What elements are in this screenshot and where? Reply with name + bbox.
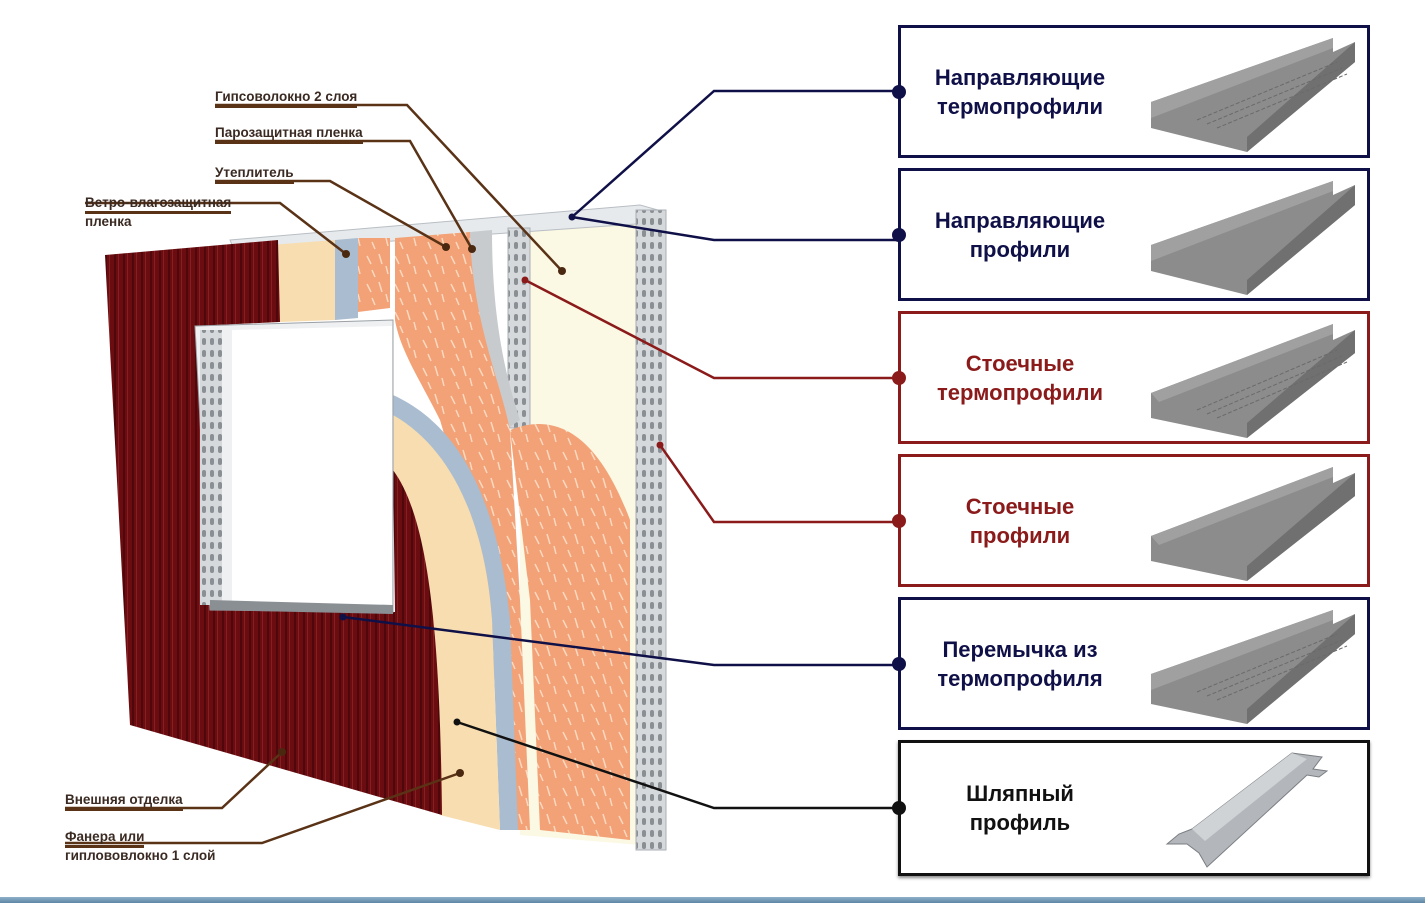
card-line: профили bbox=[969, 522, 1071, 548]
card-guide-thermo-profile: Направляющие термопрофили bbox=[892, 25, 1370, 158]
front-insulation-top bbox=[358, 238, 390, 312]
label-text: Парозащитная пленка bbox=[215, 125, 363, 144]
label-text: Гипсоволокно 2 слоя bbox=[215, 89, 358, 108]
card-stud-profile: Стоечные профили bbox=[892, 454, 1370, 587]
membrane-band-curve bbox=[393, 395, 518, 830]
label-text: гиплововлокно 1 слой bbox=[65, 848, 216, 863]
connector-dot bbox=[892, 801, 906, 815]
vapor-barrier-band bbox=[470, 230, 520, 430]
card-line: термопрофиля bbox=[937, 665, 1103, 691]
card-label: Шляпный профиль bbox=[901, 743, 1139, 873]
card-hat-profile: Шляпный профиль bbox=[892, 740, 1370, 876]
layer-leader-dots bbox=[278, 243, 566, 777]
card-label: Перемычка из термопрофиля bbox=[901, 600, 1139, 727]
connector-dot bbox=[892, 227, 906, 242]
card-guide-profile: Направляющие профили bbox=[892, 168, 1370, 301]
hat-profile-icon bbox=[1165, 752, 1329, 868]
card-lintel-thermo-profile: Перемычка из термопрофиля bbox=[892, 597, 1370, 730]
card-line: профили bbox=[969, 236, 1071, 262]
card-line: Стоечные bbox=[965, 493, 1075, 519]
plywood-layer bbox=[270, 240, 335, 322]
label-text: Ветро-влагозащитная bbox=[85, 195, 232, 214]
card-line: Шляпный bbox=[966, 781, 1074, 806]
label-plywood-or-gypsum: Фанера или гиплововлокно 1 слой bbox=[65, 829, 215, 863]
card-label: Направляющие профили bbox=[901, 171, 1139, 298]
label-text: Фанера или bbox=[65, 829, 145, 848]
label-gypsum-fiber-2: Гипсоволокно 2 слоя bbox=[215, 89, 358, 108]
label-text: пленка bbox=[85, 214, 132, 229]
membrane-band bbox=[335, 238, 358, 320]
label-vapor-barrier: Парозащитная пленка bbox=[215, 125, 363, 144]
label-text: Утеплитель bbox=[215, 165, 294, 184]
card-label: Стоечные профили bbox=[901, 457, 1139, 584]
thermo-z-profile-icon bbox=[1151, 610, 1355, 724]
profile-leaders bbox=[342, 89, 898, 810]
card-label: Направляющие термопрофили bbox=[901, 28, 1139, 155]
right-stud bbox=[635, 209, 667, 851]
card-line: термопрофили bbox=[936, 93, 1104, 119]
card-line: Направляющие bbox=[934, 207, 1106, 233]
c-profile-icon bbox=[1151, 467, 1355, 581]
label-exterior-finish: Внешняя отделка bbox=[65, 792, 183, 811]
card-line: Направляющие bbox=[934, 64, 1106, 90]
connector-dot bbox=[892, 513, 906, 528]
card-stud-thermo-profile: Стоечные термопрофили bbox=[892, 311, 1370, 444]
back-insulation bbox=[510, 424, 630, 840]
channel-profile-icon bbox=[1151, 181, 1355, 295]
bottom-edge-bar bbox=[0, 897, 1425, 903]
window-opening bbox=[194, 319, 394, 614]
profile-leader-dots bbox=[339, 213, 664, 726]
connector-dot bbox=[892, 84, 906, 99]
card-label: Стоечные термопрофили bbox=[901, 314, 1139, 441]
card-line: Перемычка из bbox=[942, 636, 1098, 662]
label-insulation: Утеплитель bbox=[215, 165, 294, 184]
exterior-siding bbox=[105, 240, 442, 815]
thermo-channel-profile-icon bbox=[1151, 38, 1355, 152]
thermo-c-profile-icon bbox=[1151, 324, 1355, 438]
card-line: Стоечные bbox=[965, 350, 1075, 376]
card-line: профиль bbox=[969, 810, 1071, 835]
label-text: Внешняя отделка bbox=[65, 792, 183, 811]
card-line: термопрофили bbox=[936, 379, 1104, 405]
connector-dot bbox=[892, 370, 906, 385]
connector-dot bbox=[892, 656, 906, 671]
label-wind-moisture-membrane: Ветро-влагозащитная пленка bbox=[85, 195, 232, 229]
